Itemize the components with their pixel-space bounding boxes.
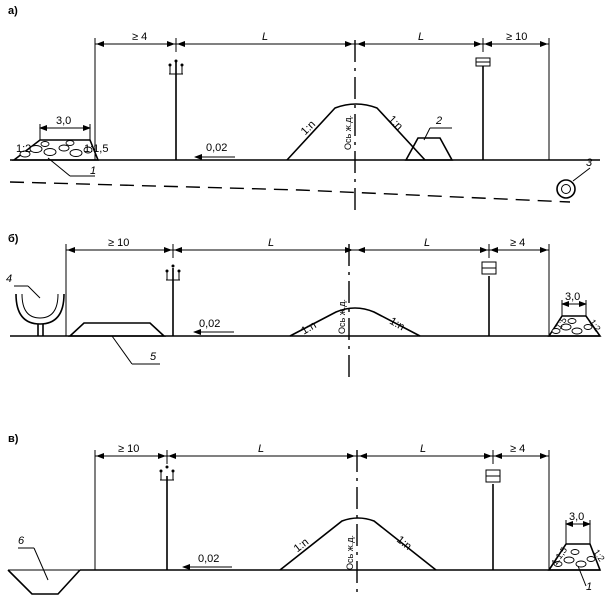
panel-v-dim-1: ≥ 10 <box>118 443 139 455</box>
panel-v-axis-label: Ось ж.д. <box>345 535 355 570</box>
panel-b-grade: 0,02 <box>199 318 220 330</box>
panel-a-berm <box>11 139 100 161</box>
panel-a: а) ≥ 4 L L ≥ 10 <box>8 5 600 210</box>
panel-b-berm-slope-right: 1:2 <box>587 317 602 333</box>
panel-b-dim-4: ≥ 4 <box>510 237 525 249</box>
panel-a-axis-label: Ось ж.д. <box>343 115 353 150</box>
panel-a-drain-pipe <box>556 179 576 199</box>
panel-v-callout-6: 6 <box>18 535 25 547</box>
panel-a-callout-3: 3 <box>586 157 593 169</box>
panel-v-embankment <box>279 517 437 571</box>
panel-v-pole-right <box>485 469 501 570</box>
panel-v-ditch <box>7 569 81 595</box>
panel-a-dim-1: ≥ 4 <box>132 31 147 43</box>
panel-a-pole-left <box>168 59 184 160</box>
panel-b-callout-4: 4 <box>6 273 12 285</box>
panel-a-dim-3: L <box>418 31 424 43</box>
panel-v-dim-4: ≥ 4 <box>510 443 525 455</box>
panel-b-dim-1: ≥ 10 <box>108 237 129 249</box>
panel-v-pole-left <box>159 465 175 570</box>
panel-b: б) ≥ 10 L L ≥ 4 4 5 <box>6 233 603 380</box>
panel-v: в) ≥ 10 L L ≥ 4 6 <box>7 433 605 598</box>
panel-b-axis-label: Ось ж.д. <box>337 299 347 334</box>
panel-a-spoil-bank <box>404 137 454 161</box>
panel-a-slope-right: 1:n <box>386 113 405 132</box>
panel-a-label: а) <box>8 5 18 17</box>
panel-v-berm-width: 3,0 <box>569 511 584 523</box>
panel-b-spoil-bank <box>67 322 167 337</box>
panel-a-callout-2: 2 <box>435 115 442 127</box>
panel-v-label: в) <box>8 433 19 445</box>
panel-b-dim-2: L <box>268 237 274 249</box>
panel-a-groundwater-line <box>9 181 571 203</box>
panel-b-slope-right: 1:n <box>387 315 406 333</box>
panel-a-embankment <box>286 103 426 161</box>
panel-v-berm-slope-left: 1:1,5 <box>549 545 569 567</box>
panel-v-dim-2: L <box>258 443 264 455</box>
panel-a-dim-4: ≥ 10 <box>506 31 527 43</box>
panel-b-pole-left <box>165 264 181 336</box>
panel-b-callout-5: 5 <box>150 351 157 363</box>
panel-a-berm-width: 3,0 <box>56 115 71 127</box>
panel-a-berm-slope-left: 1:2 <box>16 143 31 155</box>
panel-v-callout-1: 1 <box>586 581 592 593</box>
panel-b-dim-3: L <box>424 237 430 249</box>
panel-b-pole-right <box>481 261 497 336</box>
panel-a-grade: 0,02 <box>206 142 227 154</box>
panel-b-berm-width: 3,0 <box>565 291 580 303</box>
panel-v-berm <box>547 543 602 571</box>
panel-v-slope-left: 1:n <box>292 536 311 555</box>
panel-b-embankment <box>289 307 421 337</box>
panel-a-dim-2: L <box>262 31 268 43</box>
panel-v-dim-3: L <box>420 443 426 455</box>
panel-b-drain-tray <box>15 293 65 336</box>
panel-b-label: б) <box>8 233 19 245</box>
panel-v-grade: 0,02 <box>198 553 219 565</box>
panel-a-slope-left: 1:n <box>299 118 318 137</box>
panel-a-pole-right <box>475 57 491 160</box>
panel-a-berm-slope-right: 1:1,5 <box>84 143 108 155</box>
panel-a-callout-1: 1 <box>90 165 96 177</box>
